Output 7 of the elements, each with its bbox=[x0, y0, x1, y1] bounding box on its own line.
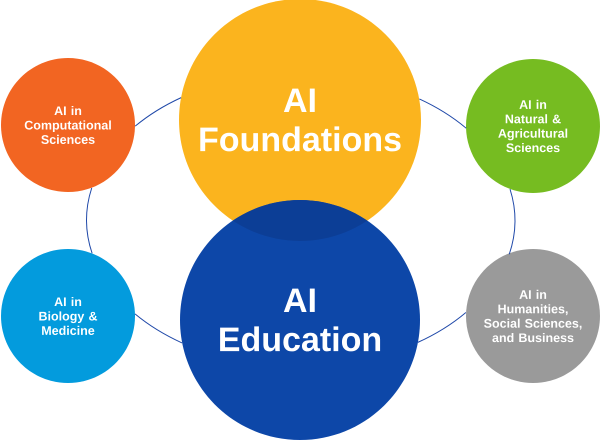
connector-line bbox=[134, 313, 183, 344]
connector-line bbox=[417, 312, 466, 343]
node-label: AI Education bbox=[220, 288, 380, 352]
connector-line bbox=[134, 97, 182, 127]
connector-line bbox=[418, 98, 467, 129]
connector-line bbox=[508, 188, 516, 255]
connector-line bbox=[86, 187, 93, 254]
